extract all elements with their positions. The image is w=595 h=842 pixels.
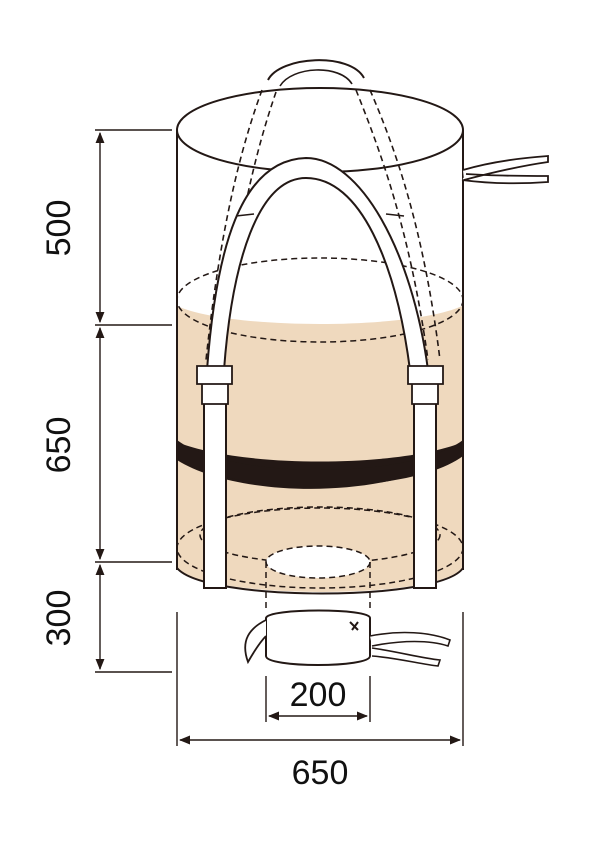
left-strap-buckle <box>196 365 233 405</box>
top-tie-cord <box>461 155 549 185</box>
dim-label-650-height: 650 <box>40 417 78 474</box>
back-lift-loop-top-inner <box>279 69 353 87</box>
front-loop-stitch-right <box>385 213 405 217</box>
dim-label-650-width: 650 <box>292 754 349 792</box>
belt-band-main <box>177 440 463 487</box>
outlet-opening-ellipse <box>265 545 371 579</box>
dim-label-300: 300 <box>40 590 78 647</box>
back-loop-right-hidden-2 <box>369 89 441 361</box>
back-loop-right-hidden <box>355 89 429 361</box>
dim-label-200: 200 <box>290 676 347 714</box>
bag-body-fill <box>177 306 462 592</box>
spout-flap-left <box>244 619 267 665</box>
spout-tie-cord <box>369 631 451 667</box>
dim-label-500: 500 <box>40 200 78 257</box>
right-strap-buckle <box>407 365 444 405</box>
spout-clip-icon <box>349 621 359 631</box>
bag-bottom-edge <box>176 567 464 595</box>
fill-level-ellipse <box>176 257 464 343</box>
bottom-hidden-ellipse-1 <box>176 507 464 589</box>
discharge-spout <box>265 609 371 666</box>
back-lift-loop-top <box>267 59 365 81</box>
back-loop-left-hidden <box>205 89 263 361</box>
bottom-hidden-ellipse-2 <box>199 506 441 564</box>
front-loop-stitch-left <box>235 213 255 217</box>
